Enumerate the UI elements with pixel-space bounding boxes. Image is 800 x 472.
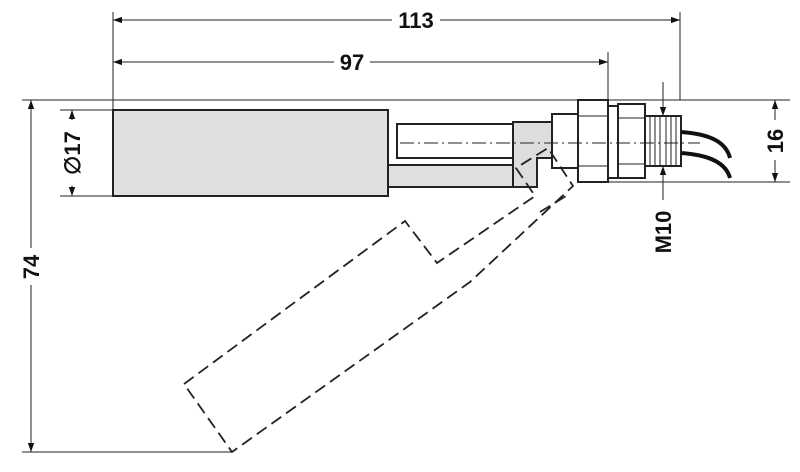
dimension-label-17: ∅17 bbox=[60, 131, 85, 175]
lower-rod bbox=[387, 164, 514, 188]
dimension-label-113: 113 bbox=[398, 8, 434, 33]
thread bbox=[644, 115, 682, 167]
cables bbox=[680, 130, 732, 179]
extension-lines bbox=[22, 12, 790, 453]
dimension-97: 97 bbox=[113, 50, 608, 75]
dimension-74: 74 bbox=[19, 100, 44, 452]
dimension-diameter-17: ∅17 bbox=[60, 110, 85, 196]
dimension-label-m10: M10 bbox=[651, 211, 676, 254]
pivot-housing bbox=[551, 113, 579, 169]
dimension-label-74: 74 bbox=[19, 254, 44, 279]
tilted-float-outline bbox=[182, 146, 575, 454]
dimension-label-16: 16 bbox=[763, 129, 788, 153]
dimension-m10: M10 bbox=[651, 82, 676, 253]
float-body bbox=[112, 109, 389, 197]
hex-nut bbox=[577, 99, 609, 183]
stem-tube bbox=[396, 123, 514, 159]
dimension-16: 16 bbox=[763, 100, 788, 182]
second-nut bbox=[617, 103, 646, 179]
dimension-label-97: 97 bbox=[340, 50, 364, 75]
dimension-113: 113 bbox=[113, 8, 680, 33]
washer bbox=[607, 105, 619, 179]
